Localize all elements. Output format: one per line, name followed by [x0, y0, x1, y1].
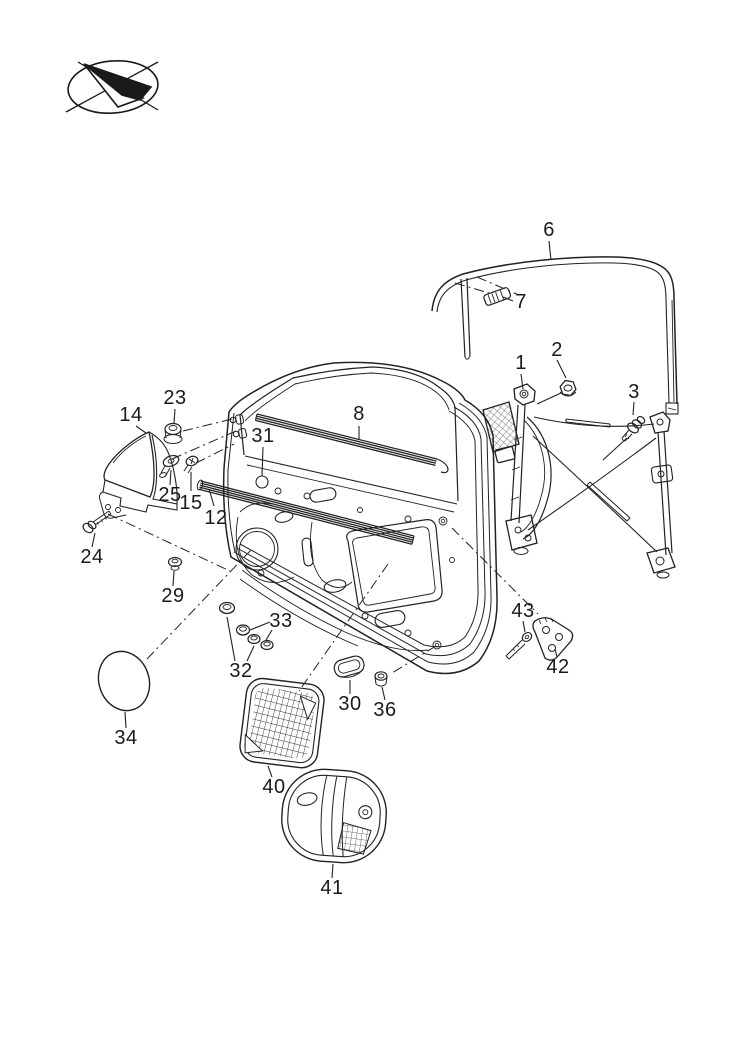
assembly-reference-lines: [107, 276, 539, 692]
part-callout-23[interactable]: 23: [163, 387, 187, 409]
part-callout-29[interactable]: 29: [161, 585, 185, 607]
part-callout-34[interactable]: 34: [114, 727, 138, 749]
oval-pad-part-34: [97, 650, 151, 712]
sealing-strip-part-8: [254, 413, 449, 474]
bracket-part-42: [532, 617, 574, 661]
part-callout-42[interactable]: 42: [546, 656, 570, 678]
cover-part-41: [281, 768, 387, 864]
part-callout-12[interactable]: 12: [204, 507, 228, 529]
speaker-grille-part-40: [239, 677, 325, 769]
part-callout-15[interactable]: 15: [179, 492, 203, 514]
part-callout-25[interactable]: 25: [158, 484, 182, 506]
sealing-strip-part-12: [196, 479, 415, 545]
part-callout-30[interactable]: 30: [338, 693, 362, 715]
part-callout-41[interactable]: 41: [320, 877, 344, 899]
part-callout-33[interactable]: 33: [269, 610, 293, 632]
part-callout-31[interactable]: 31: [251, 425, 275, 447]
part-callout-2[interactable]: 2: [551, 339, 563, 361]
stud-part-25: [159, 454, 180, 478]
part-callout-3[interactable]: 3: [628, 381, 640, 403]
window-frame-part-6: [431, 256, 679, 415]
grommet-hole-part-31: [255, 475, 269, 489]
grommet-part-29: [167, 556, 183, 571]
plugs-part-32-33: [218, 601, 274, 651]
window-regulator-part-1: [482, 383, 676, 579]
part-callout-7[interactable]: 7: [515, 291, 527, 313]
bolt-part-3: [621, 415, 646, 442]
screw-part-43: [505, 631, 533, 660]
screw-part-15: [183, 455, 199, 474]
oval-plug-part-30: [333, 655, 365, 678]
screw-part-24: [82, 510, 112, 534]
paper-plane-logo: [65, 60, 159, 114]
hex-nut-part-2: [559, 379, 577, 397]
part-callout-40[interactable]: 40: [262, 776, 286, 798]
leader-lines: [91, 240, 635, 879]
part-callout-36[interactable]: 36: [373, 699, 397, 721]
door-shell: [222, 361, 498, 675]
plug-part-36: [374, 671, 388, 687]
part-callout-6[interactable]: 6: [543, 219, 555, 241]
part-callout-14[interactable]: 14: [119, 404, 143, 426]
part-callout-1[interactable]: 1: [515, 352, 527, 374]
door-inner-panel-details: [235, 475, 455, 652]
frame-clip-part-7: [483, 287, 512, 306]
part-callout-24[interactable]: 24: [80, 546, 104, 568]
part-callout-43[interactable]: 43: [511, 600, 535, 622]
part-callout-8[interactable]: 8: [353, 403, 365, 425]
flanged-nut-part-23: [163, 422, 183, 444]
part-callout-32[interactable]: 32: [229, 660, 253, 682]
